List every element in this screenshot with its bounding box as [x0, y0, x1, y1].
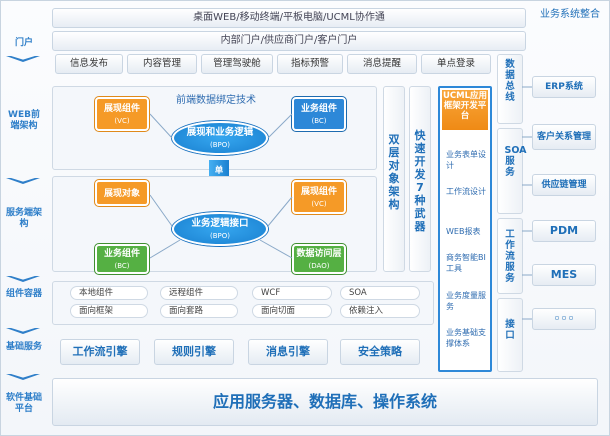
svc-view-object: 展现对象 — [95, 180, 149, 206]
tab-cockpit: 管理驾驶舱 — [201, 54, 273, 74]
engine-security: 安全策略 — [340, 339, 420, 365]
web-center-ellipse: 展现和业务逻辑(BPO) — [172, 121, 268, 155]
engine-rules: 规则引擎 — [154, 339, 234, 365]
ucml-item: 工作流设计 — [446, 187, 486, 196]
comp-soa: SOA — [340, 286, 420, 300]
soa-services: SOA服务 — [497, 128, 527, 214]
tab-messages: 消息提醒 — [347, 54, 417, 74]
label-base: 基础服务 — [5, 342, 42, 352]
tab-sso: 单点登录 — [421, 54, 491, 74]
label-software: 软件基础平台 — [5, 393, 42, 414]
header-line1: 桌面WEB/移动终端/平板电脑/UCML协作通 — [52, 8, 526, 28]
svc-view-component: 展现组件(VC) — [292, 180, 346, 214]
label-portal: 门户 — [14, 38, 33, 48]
dual-layer-column: 双层对象架构 — [383, 86, 405, 272]
comp-di: 依赖注入 — [340, 304, 420, 318]
ucml-title: UCML应用框架开发平台 — [442, 90, 488, 130]
engine-workflow: 工作流引擎 — [60, 339, 140, 365]
tab-alerts: 指标预警 — [277, 54, 343, 74]
system-scm: 供应链管理 — [532, 174, 596, 196]
ucml-item: WEB报表 — [446, 227, 481, 236]
label-service: 服务端架构 — [5, 208, 42, 229]
ucml-panel — [438, 86, 492, 372]
header-line2: 内部门户/供应商门户/客户门户 — [52, 31, 526, 51]
svc-dao: 数据访问层(DAO) — [292, 244, 346, 274]
engine-message: 消息引擎 — [248, 339, 328, 365]
tab-content: 内容管理 — [127, 54, 197, 74]
ucml-item: 业务表单设计 — [446, 150, 486, 170]
comp-remote: 远程组件 — [160, 286, 238, 300]
soa-api: 接口 — [497, 298, 523, 372]
ucml-item: 商务智能BI工具 — [446, 253, 486, 273]
rapid-dev-column: 快速开发7种武器 — [409, 86, 431, 272]
web-view-component: 展现组件(VC) — [95, 97, 149, 131]
right-connectors — [522, 86, 532, 320]
comp-routine: 面向套路 — [160, 304, 238, 318]
platform-bar: 应用服务器、数据库、操作系统 — [52, 378, 598, 426]
system-crm: 客户关系管理 — [532, 124, 596, 150]
comp-wcf: WCF — [252, 286, 332, 300]
soa-workflow: 工作流服务 — [497, 218, 523, 294]
comp-local: 本地组件 — [70, 286, 148, 300]
system-mes: MES — [532, 264, 596, 286]
comp-framework: 面向框架 — [70, 304, 148, 318]
tab-info: 信息发布 — [55, 54, 123, 74]
ucml-item: 业务基础支撑体系 — [446, 328, 486, 348]
soa-data-bus: 数据总线 — [497, 54, 523, 124]
comp-aspect: 面向切面 — [252, 304, 332, 318]
label-web: WEB前端架构 — [8, 110, 40, 131]
svc-business-component: 业务组件(BC) — [95, 244, 149, 274]
corner-label: 业务系统整合 — [540, 9, 600, 20]
web-business-component: 业务组件(BC) — [292, 97, 346, 131]
label-component: 组件容器 — [5, 289, 42, 299]
svc-center-ellipse: 业务逻辑接口(BPO) — [172, 212, 268, 246]
system-more: ◦◦◦ — [532, 308, 596, 330]
web-title: 前端数据绑定技术 — [176, 95, 256, 106]
system-pdm: PDM — [532, 220, 596, 242]
ucml-item: 业务度量服务 — [446, 291, 486, 311]
system-erp: ERP系统 — [532, 76, 596, 98]
